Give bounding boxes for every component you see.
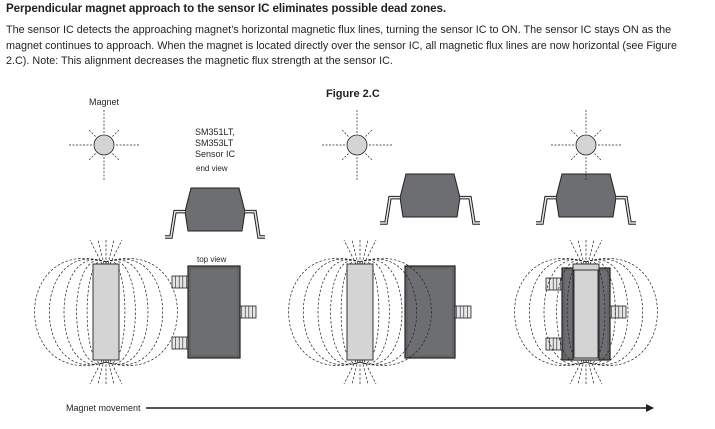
flux-line-right <box>585 259 616 365</box>
magnet-end-symbol-3 <box>550 109 622 181</box>
bar-magnet-body <box>92 263 120 361</box>
sensor-label-line-3: Sensor IC <box>195 149 236 159</box>
top-view-label: top view <box>197 255 227 264</box>
flux-line-left <box>48 258 107 366</box>
description-paragraph: The sensor IC detects the approaching ma… <box>6 23 712 70</box>
bar-magnet-3-overlay <box>573 269 599 359</box>
paragraph-line-3: 2.C). Note: This alignment decreases the… <box>6 55 393 67</box>
flux-line-right <box>105 259 149 365</box>
flux-line-left <box>288 258 361 366</box>
magnet-end-symbol-1 <box>68 109 140 181</box>
flux-line-right <box>359 258 418 366</box>
flux-line-right <box>585 259 629 365</box>
sensor-end-view-3 <box>536 173 636 225</box>
chip-body <box>399 173 461 218</box>
magnet-diagrams <box>34 109 658 385</box>
chip-top-body <box>187 265 241 359</box>
flux-line-right <box>359 259 390 365</box>
chip-pin <box>545 337 565 351</box>
chip-body <box>555 173 617 218</box>
chip-pin <box>171 275 191 289</box>
flux-line-left <box>317 259 361 365</box>
chip-pin <box>452 305 472 319</box>
flux-line-left <box>34 258 107 366</box>
chip-pin <box>545 277 565 291</box>
chip-pin <box>237 305 257 319</box>
flux-line-right <box>105 258 164 366</box>
chip-pin <box>607 305 627 319</box>
movement-label: Magnet movement <box>66 403 141 413</box>
flux-line-right <box>359 259 403 365</box>
flux-line-left <box>556 259 587 365</box>
sensor-top-view-2 <box>404 265 472 359</box>
chip-pin <box>171 336 191 350</box>
bar-magnet-body <box>346 263 374 361</box>
magnet-label: Magnet <box>89 97 120 107</box>
end-view-label: end view <box>196 164 228 173</box>
sensor-ic-diagrams <box>165 173 636 361</box>
sensor-label-line-2: SM353LT <box>195 138 234 148</box>
flux-line-right <box>105 259 136 365</box>
magnet-end-circle <box>346 134 368 156</box>
flux-line-left <box>340 260 361 364</box>
magnet-end-symbol-2 <box>321 109 393 181</box>
flux-line-left <box>528 258 587 366</box>
flux-line-right <box>359 260 380 364</box>
flux-line-left <box>566 260 587 364</box>
figure-title: Figure 2.C <box>326 88 380 100</box>
flux-line-right <box>105 258 178 366</box>
bar-magnet-2 <box>288 239 432 385</box>
page-heading: Perpendicular magnet approach to the sen… <box>6 2 446 15</box>
flux-line-left <box>330 259 361 365</box>
flux-line-right <box>105 260 126 364</box>
chip-top-body <box>404 265 456 359</box>
sensor-end-view-2 <box>380 173 480 225</box>
paragraph-line-1: The sensor IC detects the approaching ma… <box>6 24 672 36</box>
chip-body <box>184 187 246 232</box>
flux-line-right <box>585 258 644 366</box>
flux-line-right <box>585 260 606 364</box>
sensor-end-view-1 <box>165 187 265 239</box>
paragraph-line-2: magnet continues to approach. When the m… <box>6 39 677 52</box>
flux-line-left <box>514 258 587 366</box>
flux-line-right <box>585 258 658 366</box>
sensor-top-view-1 <box>171 265 257 359</box>
flux-line-left <box>86 260 107 364</box>
flux-line-left <box>543 259 587 365</box>
flux-line-left <box>63 259 107 365</box>
sensor-label-line-1: SM351LT, <box>195 127 235 137</box>
magnet-end-circle <box>575 134 597 156</box>
bar-magnet-1 <box>34 239 178 385</box>
flux-line-left <box>76 259 107 365</box>
flux-line-left <box>302 258 361 366</box>
flux-line-right <box>359 258 432 366</box>
magnet-end-circle <box>93 134 115 156</box>
